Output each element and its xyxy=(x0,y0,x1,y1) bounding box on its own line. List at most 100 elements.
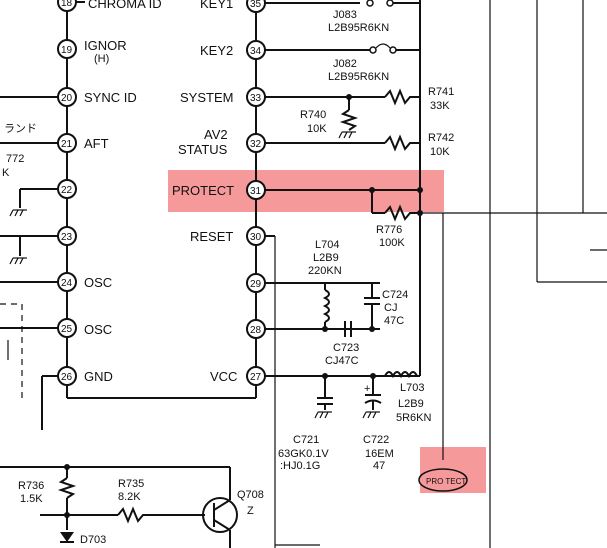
pin-32-number: 32 xyxy=(250,139,262,150)
r740-ref: R740 xyxy=(300,109,326,121)
pin-30-circle xyxy=(246,226,266,246)
pin-27-label: VCC xyxy=(210,369,237,384)
c724-value2: 47C xyxy=(384,315,404,327)
pin-18-label: CHROMA ID xyxy=(88,0,162,11)
pin-31-circle xyxy=(246,180,266,200)
j082-ref: J082 xyxy=(333,58,357,70)
r735-ref: R735 xyxy=(118,478,144,490)
pin-26-label: GND xyxy=(84,369,113,384)
randomu-label: ランド xyxy=(4,123,37,135)
pin-35-number: 35 xyxy=(250,0,262,10)
pin-21-number: 21 xyxy=(61,139,73,150)
d703-ref: D703 xyxy=(80,534,106,546)
j083-jumper: J083 L2B95R6KN xyxy=(320,0,420,34)
pin-29-circle xyxy=(246,273,266,293)
c722-value2: 47 xyxy=(373,460,385,472)
c722-capacitor: + C722 16EM 47 xyxy=(362,376,394,472)
pin-26-circle xyxy=(57,366,77,386)
l704-value2: 220KN xyxy=(308,265,342,277)
c721-value1: 63GK0.1V xyxy=(278,448,329,460)
pin-20-number: 20 xyxy=(61,93,73,104)
pin-24-circle xyxy=(57,272,77,292)
pin-22-circle xyxy=(57,179,77,199)
pin-24-label: OSC xyxy=(84,275,112,290)
c721-capacitor: C721 63GK0.1V :HJ0.1G xyxy=(278,376,333,472)
pin-34-label: KEY2 xyxy=(200,43,233,58)
pin-23-number: 23 xyxy=(61,232,73,243)
l703-value1: L2B9 xyxy=(398,398,424,410)
pin-23-circle xyxy=(57,226,77,246)
r776-ref: R776 xyxy=(376,224,402,236)
pin-30-label: RESET xyxy=(190,229,233,244)
k-label: K xyxy=(2,167,10,179)
r736-value: 1.5K xyxy=(20,493,43,505)
pin-19-number: 19 xyxy=(61,45,73,56)
c723-capacitor: C723 CJ47C xyxy=(325,321,372,367)
r740-value: 10K xyxy=(307,123,327,135)
pin-31-number: 31 xyxy=(250,186,262,197)
pin-20-label: SYNC ID xyxy=(84,90,137,105)
pin-33-label: SYSTEM xyxy=(180,90,233,105)
left-pins: 18 CHROMA ID 19 IGNOR (H) 20 SYNC ID 21 … xyxy=(0,0,162,430)
r741-resistor: R741 33K xyxy=(384,86,454,112)
pin-34-circle xyxy=(246,40,266,60)
pin-31-label: PROTECT xyxy=(172,183,234,198)
right-pins: 35 KEY1 34 KEY2 33 SYSTEM 32 AV2 STATUS … xyxy=(172,0,420,548)
r772-label: 772 xyxy=(6,153,24,165)
pin-25-circle xyxy=(57,318,77,338)
r776-resistor: R776 100K xyxy=(369,187,423,249)
c724-value1: CJ xyxy=(384,302,397,314)
pin-22-number: 22 xyxy=(61,185,73,196)
j082-jumper: J082 L2B95R6KN xyxy=(328,43,420,83)
pin-35-circle xyxy=(246,0,266,13)
r776-value: 100K xyxy=(379,237,405,249)
pin-32-label2: STATUS xyxy=(178,142,228,157)
c722-ref: C722 xyxy=(363,434,389,446)
pin-28-circle xyxy=(246,319,266,339)
pin-28-number: 28 xyxy=(250,325,262,336)
r741-value: 33K xyxy=(430,100,450,112)
c724-ref: C724 xyxy=(382,289,408,301)
pin-26-number: 26 xyxy=(61,372,73,383)
r736-ref: R736 xyxy=(18,480,44,492)
pin-18-circle xyxy=(57,0,77,12)
pin-18-number: 18 xyxy=(61,0,73,9)
pin-27-circle xyxy=(246,366,266,386)
c721-ref: C721 xyxy=(293,434,319,446)
pin-32-label: AV2 xyxy=(204,127,228,142)
pin-21-circle xyxy=(57,133,77,153)
c722-value1: 16EM xyxy=(365,448,394,460)
pin-25-label: OSC xyxy=(84,322,112,337)
r740-resistor: R740 10K xyxy=(300,94,359,139)
l703-value2: 5R6KN xyxy=(396,412,432,424)
l704-inductor: L704 L2B9 220KN xyxy=(308,239,342,332)
r742-value: 10K xyxy=(430,146,450,158)
pin-33-number: 33 xyxy=(250,93,262,104)
l704-ref: L704 xyxy=(315,239,339,251)
l703-ref: L703 xyxy=(400,382,424,394)
pin-19-label: IGNOR xyxy=(84,38,127,53)
q708-ref: Q708 xyxy=(237,489,264,501)
pin-32-circle xyxy=(246,133,266,153)
j083-value: L2B95R6KN xyxy=(328,22,389,34)
pin-29-number: 29 xyxy=(250,279,262,290)
r742-resistor: R742 10K xyxy=(384,132,454,158)
pin-30-number: 30 xyxy=(250,232,262,243)
c722-plus-sign: + xyxy=(364,383,370,395)
c724-capacitor: C724 CJ 47C xyxy=(364,283,408,332)
pin-19-sublabel: (H) xyxy=(94,53,109,65)
pin-34-number: 34 xyxy=(250,46,262,57)
protect-test-tag: PRO TECT xyxy=(418,468,468,492)
c723-value: CJ47C xyxy=(325,355,359,367)
pin-24-number: 24 xyxy=(61,278,73,289)
r742-ref: R742 xyxy=(428,132,454,144)
j082-value: L2B95R6KN xyxy=(328,71,389,83)
l703-inductor: L703 L2B9 5R6KN xyxy=(322,371,432,424)
r741-ref: R741 xyxy=(428,86,454,98)
l704-value1: L2B9 xyxy=(313,252,339,264)
pin-33-circle xyxy=(246,87,266,107)
pin-35-label: KEY1 xyxy=(200,0,233,11)
protect-tag-label: PRO TECT xyxy=(426,477,466,486)
pin-19-circle xyxy=(57,39,77,59)
